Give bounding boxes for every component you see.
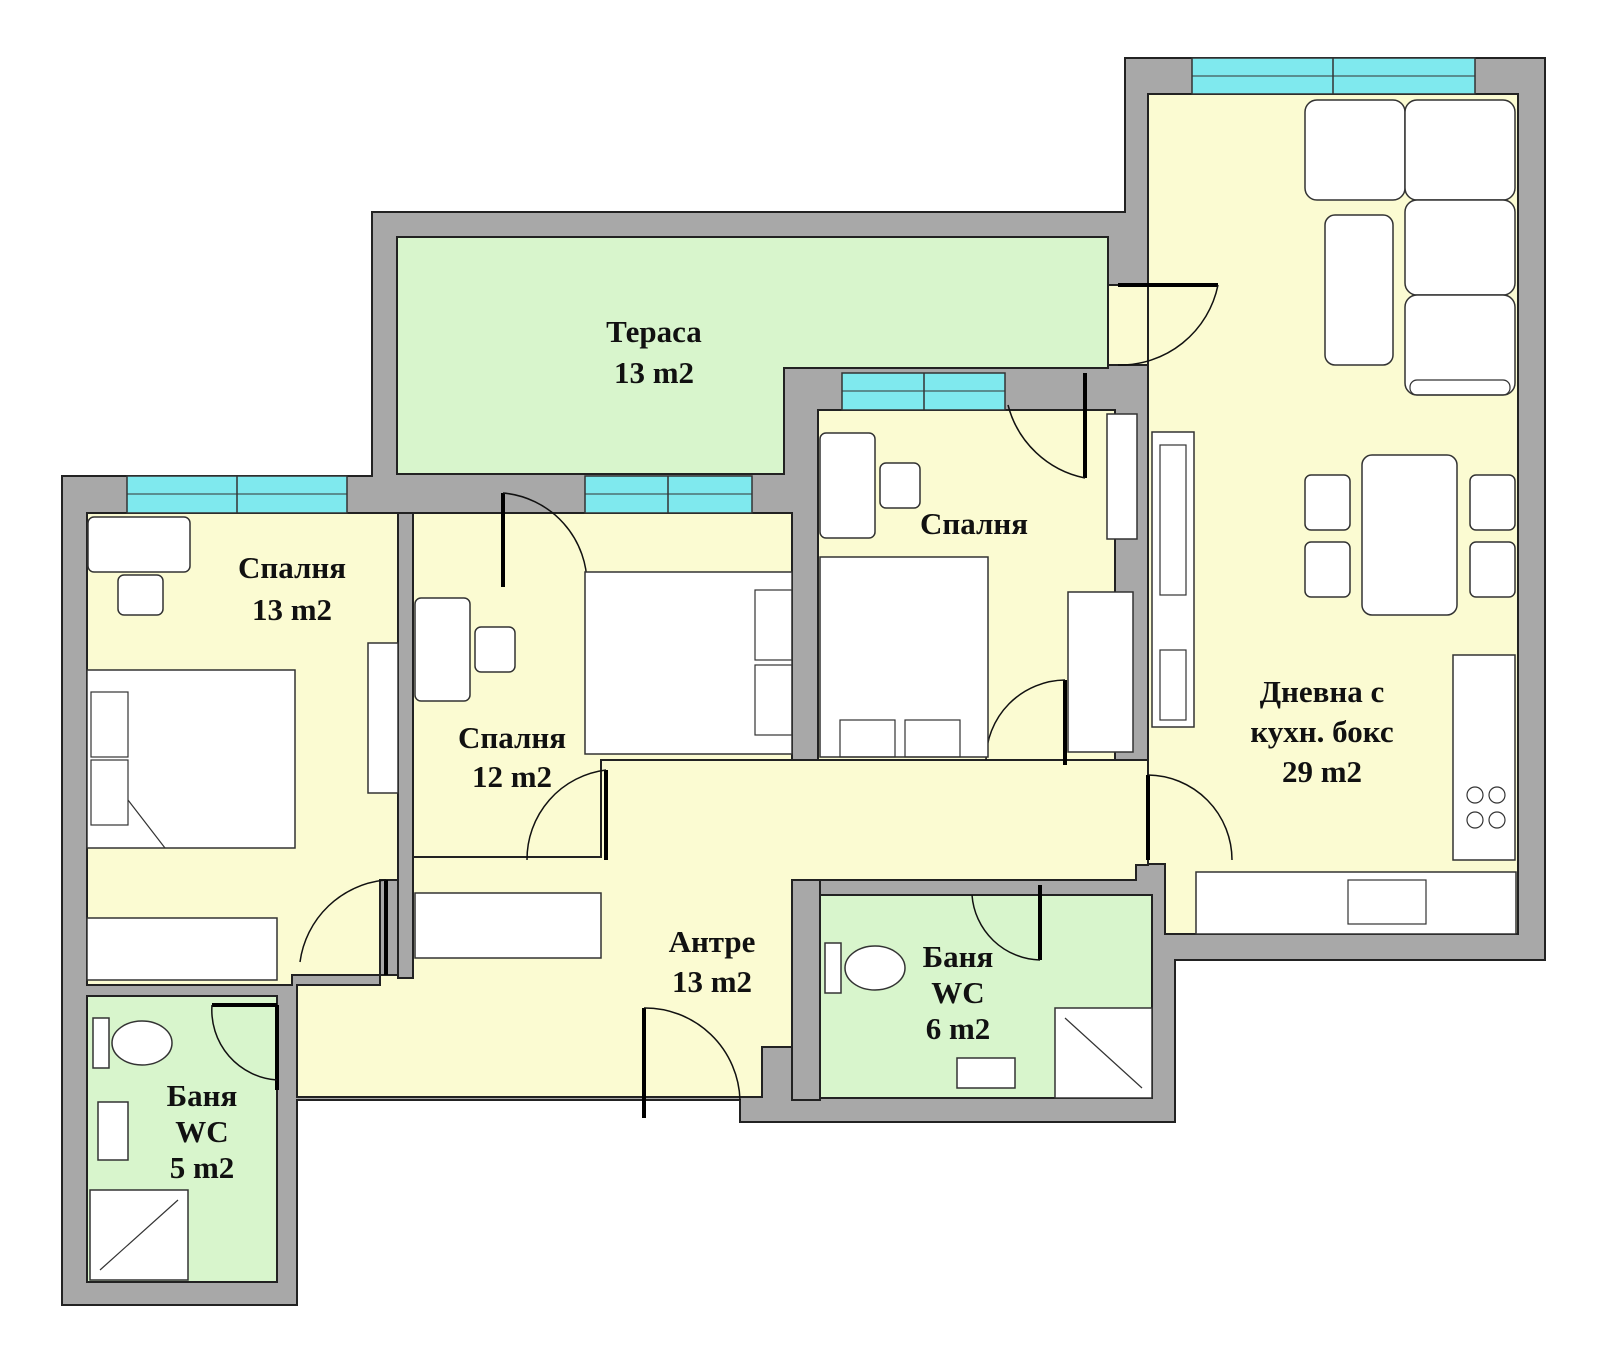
bed-mid [584,571,793,755]
tv-unit [1151,431,1195,728]
wardrobe-right [1067,591,1134,753]
bedroom-mid-area: 12 m2 [472,759,552,794]
desk-left [87,516,191,616]
living-area: 29 m2 [1282,754,1362,789]
bath-right-sub: WC [931,975,984,1010]
bath-right-name: Баня [923,939,994,974]
bath-left-area: 5 m2 [170,1150,235,1185]
wardrobe-mid [414,892,602,959]
room-labels: Тераса 13 m2 Спалня 13 m2 Спалня 12 m2 С… [167,314,1394,1185]
bedroom-mid-name: Спалня [458,720,566,755]
partition-wall-2 [397,512,414,979]
bath-left-sub: WC [175,1114,228,1149]
wardrobe-left [86,917,278,981]
kitchen-counter [1195,654,1517,935]
bath-left-fixtures [89,1017,189,1281]
terrace-floor [396,236,1109,475]
bedroom-left-name: Спалня [238,550,346,585]
bedroom-right-name: Спалня [920,506,1028,541]
wardrobe-left-side [367,642,399,794]
hall-area: 13 m2 [672,964,752,999]
bath-right-fixtures [824,942,1153,1099]
living-name-1: Дневна с [1260,674,1385,709]
bath-left-name: Баня [167,1078,238,1113]
partition-wall [791,879,821,1101]
terrace-area: 13 m2 [614,355,694,390]
bed-right [819,556,989,758]
desk-right [819,432,921,539]
living-name-2: кухн. бокс [1250,714,1393,749]
sofa [1304,99,1516,396]
wardrobe-right-top [1106,413,1138,540]
bedroom-left-area: 13 m2 [252,592,332,627]
bath-right-area: 6 m2 [926,1011,991,1046]
hall-name: Антре [669,924,756,959]
terrace-door-passage [1107,284,1149,366]
terrace-name: Тераса [606,314,702,349]
desk-mid [414,597,516,702]
windows [126,57,1476,514]
bed-left [86,669,296,849]
dining-table [1304,454,1516,616]
doors [211,283,1233,1118]
